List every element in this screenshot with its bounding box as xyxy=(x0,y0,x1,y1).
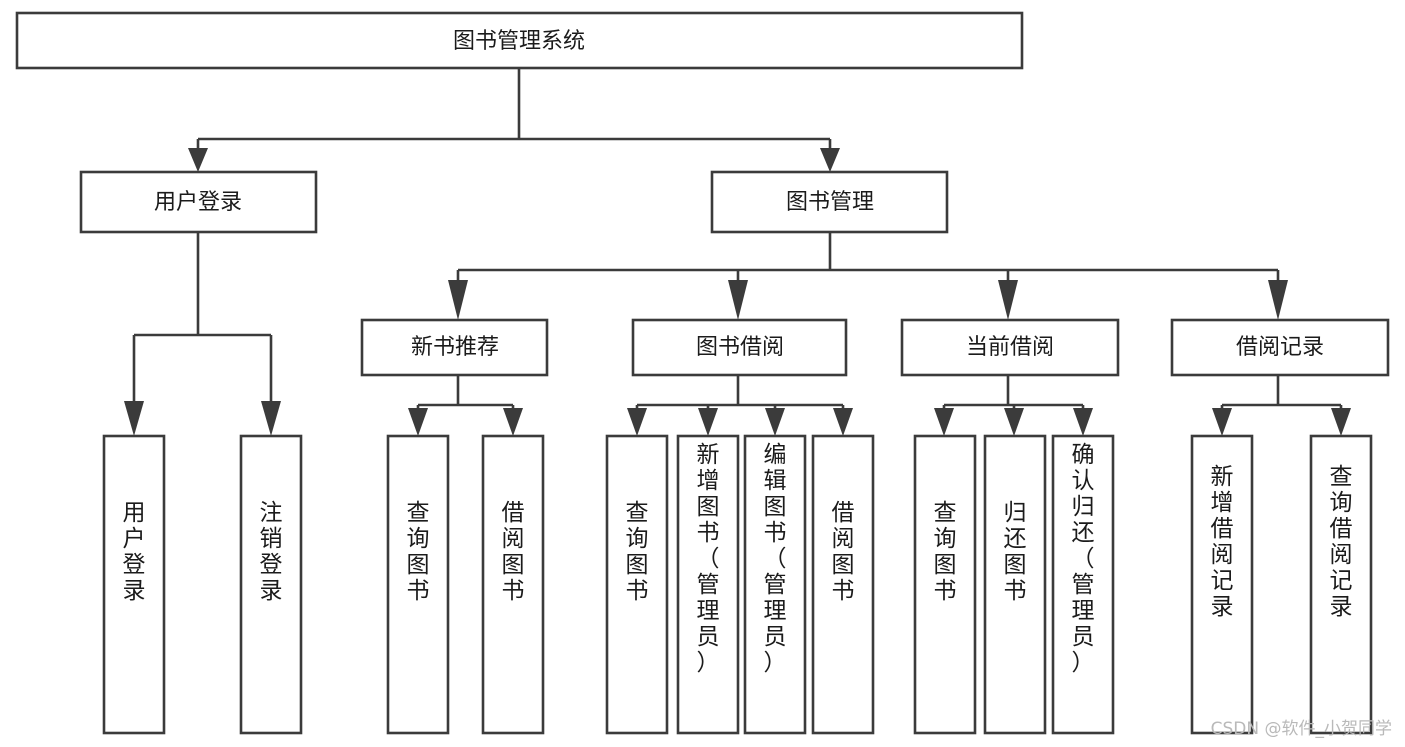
leaf-edit-book[interactable]: 编辑图书（管理员） xyxy=(743,434,807,735)
leaf-add-book[interactable]: 新增图书（管理员） xyxy=(676,434,740,735)
node-new-book-recommend[interactable]: 新书推荐 xyxy=(360,318,549,377)
leaf-add-book-box xyxy=(676,434,740,735)
watermark-label: CSDN @软件_小贺同学 xyxy=(1211,719,1392,739)
leaf-return-book[interactable]: 归还图书 xyxy=(983,434,1047,735)
arrowhead-leaf-add-book xyxy=(698,408,718,436)
leaf-confirm-return[interactable]: 确认归还（管理员） xyxy=(1051,434,1115,735)
leaf-borrow-book-recommend-label: 借阅图书 xyxy=(502,500,525,604)
leaf-user-login-label: 用户登录 xyxy=(123,500,146,604)
node-current-borrow-box xyxy=(900,318,1120,377)
leaf-query-book-current-box xyxy=(913,434,977,735)
node-user-login-label: 用户登录 xyxy=(154,190,242,215)
leaf-query-book-borrow-label: 查询图书 xyxy=(626,500,649,604)
arrowhead-leaf-query-book-cb xyxy=(934,408,954,436)
leaf-query-book-current[interactable]: 查询图书 xyxy=(913,434,977,735)
node-user-login[interactable]: 用户登录 xyxy=(79,170,318,234)
leaf-return-book-box xyxy=(983,434,1047,735)
leaf-query-book-recommend-box xyxy=(386,434,450,735)
arrowhead-leaf-user-login xyxy=(124,401,144,436)
node-borrow-record-box xyxy=(1170,318,1390,377)
node-root-box xyxy=(15,11,1024,70)
arrowhead-leaf-query-record xyxy=(1331,408,1351,436)
arrowhead-borrow-record xyxy=(1268,280,1288,320)
connectors-current-borrow-leaves xyxy=(934,375,1093,436)
arrowhead-leaf-borrow-book-nb xyxy=(503,408,523,436)
node-book-borrow[interactable]: 图书借阅 xyxy=(631,318,848,377)
leaf-user-login-box xyxy=(102,434,166,735)
leaf-confirm-return-label: 确认归还（管理员） xyxy=(1072,442,1095,676)
leaf-query-borrow-record[interactable]: 查询借阅记录 xyxy=(1309,434,1373,735)
leaf-query-book-recommend[interactable]: 查询图书 xyxy=(386,434,450,735)
arrowhead-leaf-confirm-return xyxy=(1073,408,1093,436)
arrowhead-leaf-return-book xyxy=(1004,408,1024,436)
node-current-borrow-label: 当前借阅 xyxy=(966,335,1054,360)
leaf-logout[interactable]: 注销登录 xyxy=(239,434,303,735)
leaf-query-book-borrow[interactable]: 查询图书 xyxy=(605,434,669,735)
leaf-logout-box xyxy=(239,434,303,735)
node-book-manage-label: 图书管理 xyxy=(786,190,874,215)
leaf-borrow-book-box xyxy=(811,434,875,735)
arrowhead-leaf-logout xyxy=(261,401,281,436)
leaf-query-book-borrow-box xyxy=(605,434,669,735)
leaf-edit-book-box xyxy=(743,434,807,735)
node-user-login-box xyxy=(79,170,318,234)
leaf-query-book-recommend-label: 查询图书 xyxy=(407,500,430,604)
connectors-borrow-record-leaves xyxy=(1212,375,1351,436)
arrowhead-book-borrow xyxy=(728,280,748,320)
node-borrow-record-label: 借阅记录 xyxy=(1236,335,1324,360)
node-book-borrow-box xyxy=(631,318,848,377)
leaf-edit-book-label: 编辑图书（管理员） xyxy=(764,442,787,676)
node-new-book-recommend-box xyxy=(360,318,549,377)
connectors-new-book-leaves xyxy=(408,375,523,436)
leaf-borrow-book-recommend[interactable]: 借阅图书 xyxy=(481,434,545,735)
connectors-user-login-leaves xyxy=(124,232,281,436)
node-borrow-record[interactable]: 借阅记录 xyxy=(1170,318,1390,377)
leaf-borrow-book-label: 借阅图书 xyxy=(832,500,855,604)
connectors-root-to-level2 xyxy=(188,68,840,172)
arrowhead-leaf-edit-book xyxy=(765,408,785,436)
arrowhead-new-book xyxy=(448,280,468,320)
arrowhead-leaf-add-record xyxy=(1212,408,1232,436)
node-root-label: 图书管理系统 xyxy=(453,29,585,54)
leaf-add-borrow-record[interactable]: 新增借阅记录 xyxy=(1190,434,1254,735)
arrowhead-current-borrow xyxy=(998,280,1018,320)
node-new-book-recommend-label: 新书推荐 xyxy=(411,335,499,360)
leaf-query-borrow-record-label: 查询借阅记录 xyxy=(1330,464,1353,620)
connectors-book-borrow-leaves xyxy=(627,375,853,436)
leaf-query-borrow-record-box xyxy=(1309,434,1373,735)
node-root-system[interactable]: 图书管理系统 xyxy=(15,11,1024,70)
leaf-query-book-current-label: 查询图书 xyxy=(934,500,957,604)
node-current-borrow[interactable]: 当前借阅 xyxy=(900,318,1120,377)
arrowhead-book-manage xyxy=(820,148,840,172)
leaf-borrow-book-recommend-box xyxy=(481,434,545,735)
arrowhead-leaf-query-book-nb xyxy=(408,408,428,436)
leaf-add-borrow-record-box xyxy=(1190,434,1254,735)
arrowhead-leaf-query-book-bb xyxy=(627,408,647,436)
node-book-manage-box xyxy=(710,170,949,234)
leaf-logout-label: 注销登录 xyxy=(260,500,283,604)
arrowhead-user-login xyxy=(188,148,208,172)
node-book-borrow-label: 图书借阅 xyxy=(696,335,784,360)
leaf-borrow-book[interactable]: 借阅图书 xyxy=(811,434,875,735)
leaf-user-login[interactable]: 用户登录 xyxy=(102,434,166,735)
node-book-manage[interactable]: 图书管理 xyxy=(710,170,949,234)
leaf-return-book-label: 归还图书 xyxy=(1004,500,1027,604)
arrowhead-leaf-borrow-book-bb xyxy=(833,408,853,436)
leaf-add-book-label: 新增图书（管理员） xyxy=(697,442,720,676)
leaf-confirm-return-box xyxy=(1051,434,1115,735)
leaf-add-borrow-record-label: 新增借阅记录 xyxy=(1211,464,1234,620)
connectors-book-manage-to-level3 xyxy=(448,232,1288,320)
